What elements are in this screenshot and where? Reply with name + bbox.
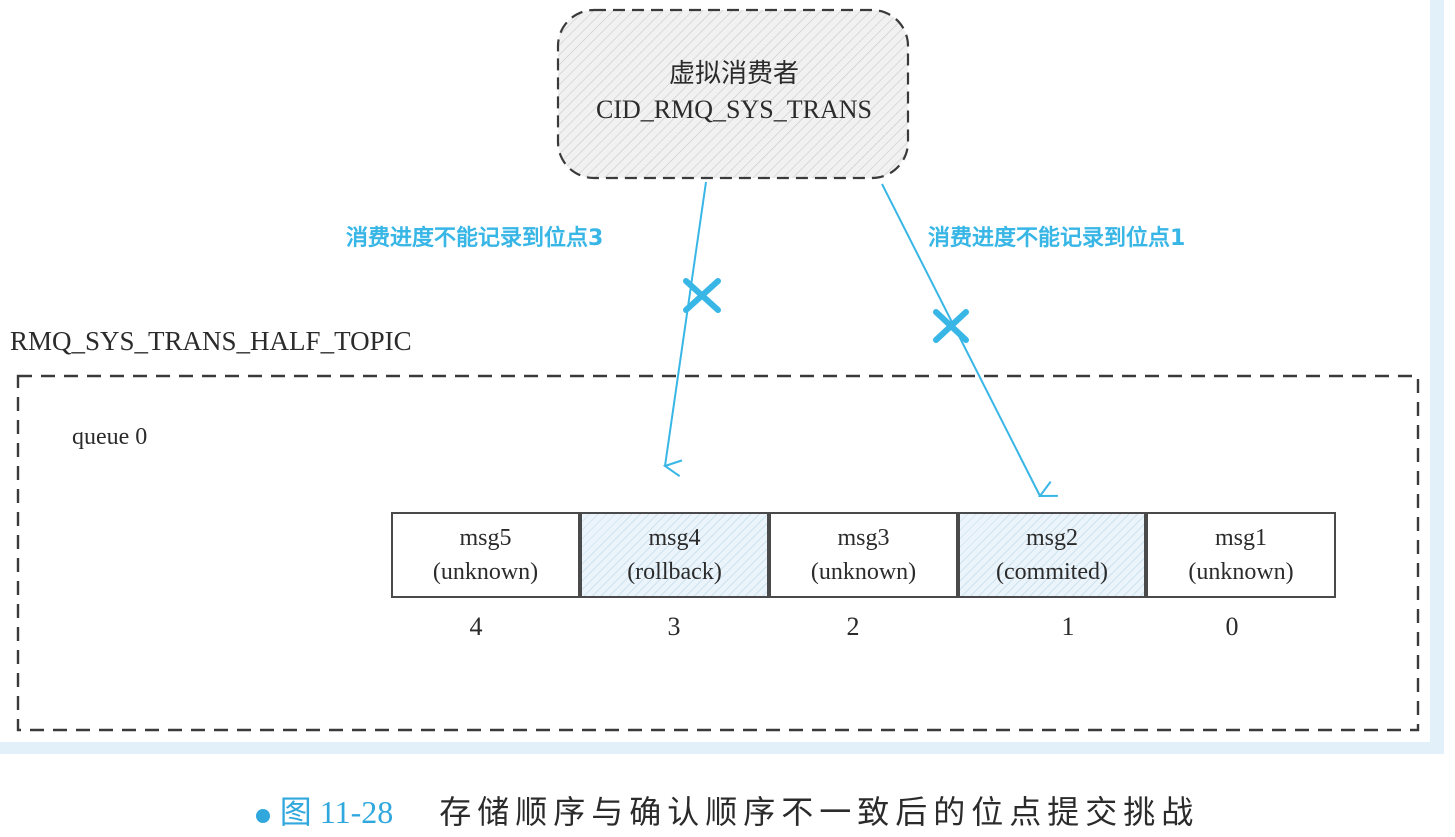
- message-box: msg1 (unknown): [1146, 512, 1336, 598]
- offset-label: 2: [846, 612, 860, 641]
- figure-number: 图 11-28: [279, 794, 394, 830]
- topic-name: RMQ_SYS_TRANS_HALF_TOPIC: [10, 326, 412, 356]
- cross-icon: [683, 278, 721, 313]
- message-name: msg4: [648, 525, 701, 551]
- message-name: msg1: [1214, 525, 1267, 551]
- message-box-highlighted: msg2 (commited): [958, 512, 1146, 598]
- message-name: msg3: [837, 525, 890, 551]
- arrow-label-left: 消费进度不能记录到位点3: [346, 226, 604, 251]
- message-status: (unknown): [810, 559, 917, 585]
- queue-label: queue 0: [72, 424, 148, 450]
- consumer-title: 虚拟消费者: [668, 59, 799, 88]
- message-status: (unknown): [432, 559, 539, 585]
- offset-label: 0: [1225, 612, 1239, 641]
- arrow-label-right: 消费进度不能记录到位点1: [928, 226, 1186, 251]
- message-status: (commited): [996, 559, 1108, 585]
- consumer-node: [556, 8, 910, 180]
- topic-container: [16, 374, 1420, 732]
- cross-icon: [933, 309, 969, 343]
- figure-caption: 图 11-28 存储顺序与确认顺序不一致后的位点提交挑战: [0, 787, 1455, 833]
- figure-title: 存储顺序与确认顺序不一致后的位点提交挑战: [439, 794, 1200, 830]
- message-box-highlighted: msg4 (rollback): [580, 512, 769, 598]
- arrow-to-offset-1: [881, 183, 1040, 496]
- message-status: (rollback): [627, 559, 722, 585]
- message-name: msg5: [459, 525, 512, 551]
- message-box: msg5 (unknown): [391, 512, 580, 598]
- arrow-to-offset-3: [665, 181, 707, 466]
- bullet-icon: [255, 808, 270, 823]
- consumer-id: CID_RMQ_SYS_TRANS: [596, 95, 872, 124]
- diagram-canvas: [16, 8, 1420, 732]
- consumer-label: 虚拟消费者 CID_RMQ_SYS_TRANS: [556, 56, 912, 128]
- message-status: (unknown): [1188, 559, 1294, 585]
- offset-label: 1: [1061, 612, 1075, 641]
- offset-label: 4: [469, 612, 483, 641]
- message-name: msg2: [1025, 525, 1078, 551]
- offset-label: 3: [667, 612, 681, 641]
- message-box: msg3 (unknown): [769, 512, 958, 598]
